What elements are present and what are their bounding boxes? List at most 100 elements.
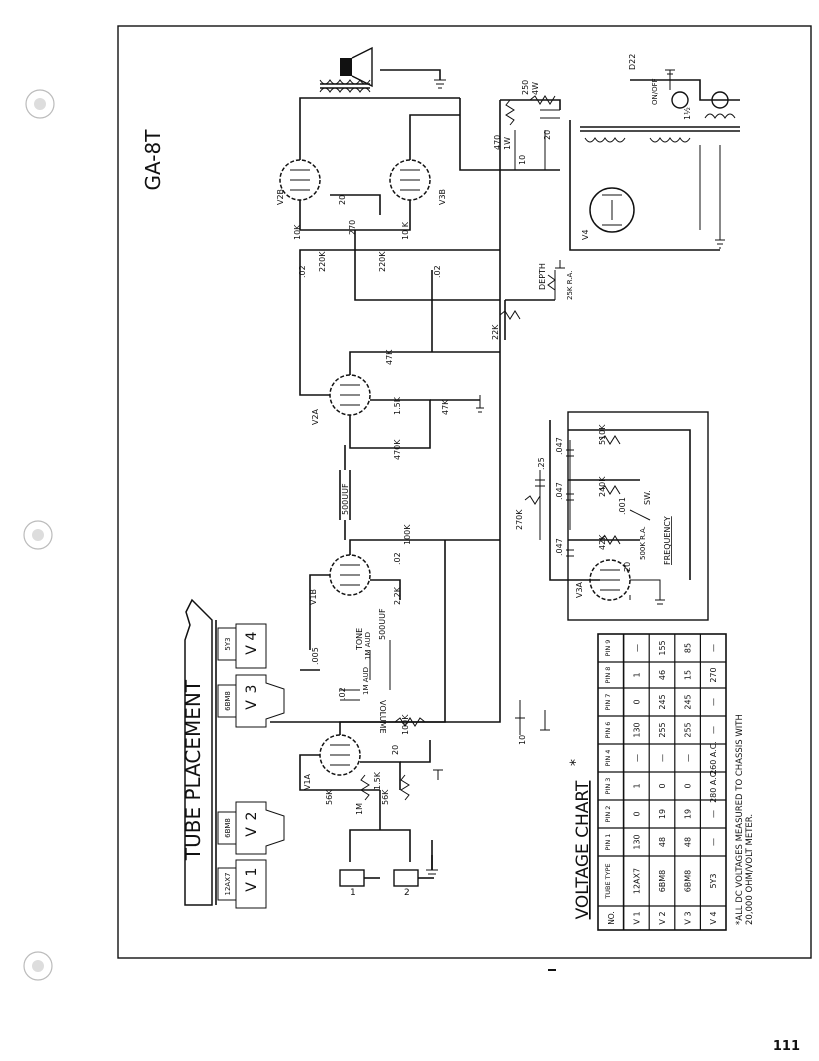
v2b-tube-symbol [279, 159, 321, 201]
voltage-table-cell: 19 [684, 809, 693, 819]
label-v3a: V3A [575, 581, 584, 598]
tube-v4: 5Y3 V 4 [217, 623, 267, 669]
voltage-table-cell: 245 [658, 694, 667, 709]
label-r-56k-a: 56K [325, 789, 334, 805]
label-r-10k-a: 10K [293, 224, 302, 240]
label-v1b: V1B [309, 589, 318, 605]
voltage-table-cell: 1 [632, 672, 641, 677]
label-r-1-5k: 1.5K [373, 771, 382, 790]
voltage-table-cell: — [709, 838, 718, 846]
label-c-10: 10 [518, 155, 527, 165]
svg-text:1: 1 [350, 888, 356, 898]
voltage-table-cell: 0 [658, 783, 667, 788]
label-r-220k-a: 220K [318, 251, 327, 272]
label-r-470k: 470K [393, 439, 402, 460]
voltage-table-cell: 12AX7 [632, 868, 641, 894]
speaker-symbol [340, 46, 373, 88]
label-freq-pot: 500K R.A. [639, 526, 647, 560]
voltage-table-cell: 255 [658, 722, 667, 737]
label-c-25: .25 [537, 457, 546, 470]
v1b-tube-symbol [329, 554, 371, 596]
label-r-220k-b: 220K [378, 251, 387, 272]
binder-hole-top [25, 89, 55, 119]
schematic-labels: 56K 56K 1M V1A 1.5K 20 10 100K .02 VOLUM… [276, 54, 692, 815]
tube-v2-id: V [244, 827, 260, 837]
voltage-table-cell: 85 [684, 643, 693, 653]
voltage-table-cell: 155 [658, 640, 667, 655]
label-depth: DEPTH [538, 263, 547, 290]
voltage-table-cell: 255 [684, 722, 693, 737]
voltage-table-cell: — [709, 698, 718, 706]
label-r-47k-b: 47K [385, 349, 394, 365]
voltage-table-cell: 0 [632, 699, 641, 704]
label-r-250: 250 [521, 80, 530, 95]
label-r-270k: 270K [515, 509, 524, 530]
label-tone-pot: 1M AUD [364, 632, 372, 660]
voltage-table-cell: — [658, 754, 667, 762]
label-depth-pot: 25K R.A. [566, 271, 574, 300]
label-r-470-1w: 470 [493, 135, 502, 150]
label-r-470-1w-b: 1W [503, 137, 512, 150]
binder-hole-bottom [23, 951, 53, 981]
tube-v1: 12AX7 V 1 [217, 859, 267, 909]
voltage-table-header-cell: NO. [607, 911, 616, 925]
tube-v4-type: 5Y3 [224, 637, 232, 650]
tube-v1-id: V [244, 882, 260, 892]
tube-v2-num: 2 [244, 812, 260, 821]
label-r-56k-b: 56K [381, 789, 390, 805]
label-d22: D22 [628, 54, 637, 70]
tube-v1-num: 1 [244, 868, 260, 877]
voltage-table-cell: 130 [632, 834, 641, 849]
voltage-table-header-cell: PIN 6 [604, 722, 612, 739]
binder-hole-middle [23, 520, 53, 550]
tube-v3-id: V [244, 700, 260, 710]
tube-v3: 6BM8 V 3 [217, 674, 285, 728]
label-r-42k: 42K [598, 534, 607, 550]
voltage-table-cell: 48 [684, 837, 693, 847]
tube-v4-num: 4 [244, 631, 260, 640]
label-c-20-cath: 20 [391, 745, 400, 755]
tube-placement-diagram: TUBE PLACEMENT 12AX7 V 1 6BM8 V 2 6BM8 V… [181, 598, 285, 909]
voltage-table-header-cell: PIN 3 [604, 778, 612, 795]
label-tone: TONE [355, 628, 364, 651]
v2a-tube-symbol [329, 374, 371, 416]
voltage-table-frame [597, 633, 727, 931]
label-r-100k-v1b: 100K [403, 524, 412, 545]
tube-v2: 6BM8 V 2 [217, 801, 285, 855]
model-label: GA-8T [141, 129, 165, 191]
voltage-table-cell: 6BM8 [658, 870, 667, 893]
svg-text:2: 2 [404, 888, 410, 898]
label-c-10-sup: 10 [518, 735, 527, 745]
label-r-2-2k: 2.2K [393, 586, 402, 605]
label-r-22k: 22K [491, 324, 500, 340]
label-volume-pot: 1M AUD [362, 667, 370, 695]
tube-v4-id: V [244, 645, 260, 655]
voltage-chart-footnote-1: *ALL DC VOLTAGES MEASURED TO CHASSIS WIT… [735, 714, 745, 925]
page-number: 111 [773, 1039, 800, 1054]
voltage-table-cell: 15 [684, 670, 693, 680]
voltage-table-cell: 0 [632, 811, 641, 816]
label-c-02-r: .02 [433, 265, 442, 278]
label-v3b: V3B [438, 189, 447, 205]
label-v1a: V1A [303, 773, 312, 790]
voltage-table-header-cell: PIN 2 [604, 806, 612, 823]
v1a-tube-symbol [319, 734, 361, 776]
voltage-chart-asterisk: * [568, 759, 584, 766]
voltage-table-cell: — [709, 726, 718, 734]
voltage-chart-footnote-2: 20,000 OHM/VOLT METER. [745, 814, 755, 925]
voltage-table-cell: 280 A.C. [709, 769, 718, 803]
voltage-table-cell: — [632, 644, 641, 652]
label-r-10k-b: 10 K [401, 221, 410, 240]
voltage-table-cell: 19 [658, 809, 667, 819]
label-c-02-b: .02 [393, 552, 402, 565]
voltage-table-cell: 46 [658, 670, 667, 680]
label-c-02-a: .02 [338, 687, 347, 700]
label-c-20-cath2: 20 [338, 195, 347, 205]
label-c-500uuf-tone: 500UUF [378, 608, 387, 640]
voltage-table-header-cell: PIN 8 [604, 667, 612, 684]
label-r-1m-in: 1M [355, 803, 364, 815]
page-border [117, 25, 812, 959]
